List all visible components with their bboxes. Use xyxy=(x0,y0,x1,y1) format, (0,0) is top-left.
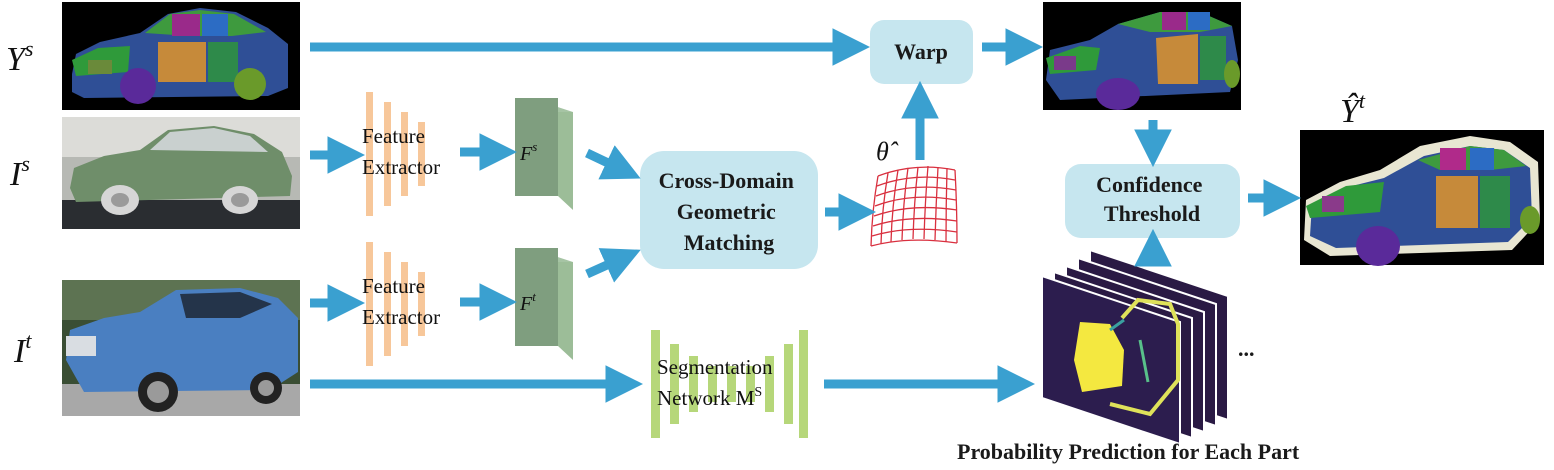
label-Yt-hat: Ŷt xyxy=(1340,88,1366,130)
feature-map-target-label: Ft xyxy=(519,289,536,315)
target-image xyxy=(62,280,300,416)
theta-hat-label: θ̂ xyxy=(876,137,899,166)
confidence-threshold-box: Confidence Threshold xyxy=(1065,164,1240,238)
label-It: It xyxy=(13,328,32,370)
probability-caption: Probability Prediction for Each Part xyxy=(957,439,1300,464)
feature-extractor-top-label: Feature Extractor xyxy=(362,124,440,179)
cross-domain-matching-box: Cross-Domain Geometric Matching xyxy=(640,151,818,269)
label-Is: Is xyxy=(9,151,30,193)
svg-text:Cross-Domain Geometric: Cross-Domain Geometric Matching xyxy=(659,168,800,255)
svg-text:Warp: Warp xyxy=(894,39,948,64)
svg-text:Confidence Threshold: Confidence Threshold xyxy=(1096,172,1208,226)
arrow-Ft-to-matching xyxy=(585,248,641,283)
final-segmentation-image xyxy=(1300,130,1544,266)
label-Ys: Ys xyxy=(6,36,33,78)
feature-extractor-bottom xyxy=(366,242,425,366)
feature-extractor-top xyxy=(366,92,425,216)
probability-map-stack xyxy=(1041,248,1229,446)
feature-map-source-label: Fs xyxy=(519,139,537,165)
warp-box: Warp xyxy=(870,20,973,84)
segmentation-network-label: Segmentation Network MS xyxy=(657,355,778,410)
feature-block-target xyxy=(515,248,573,360)
segmentation-network xyxy=(651,330,808,438)
warped-segmentation-image xyxy=(1043,2,1241,110)
feature-extractor-bottom-label: Feature Extractor xyxy=(362,274,440,329)
source-segmentation-image xyxy=(62,2,300,110)
ellipsis: ... xyxy=(1238,336,1255,361)
transformation-grid xyxy=(870,165,958,247)
feature-block-source xyxy=(515,98,573,210)
source-image xyxy=(62,117,300,229)
arrow-Fs-to-matching xyxy=(585,145,641,180)
